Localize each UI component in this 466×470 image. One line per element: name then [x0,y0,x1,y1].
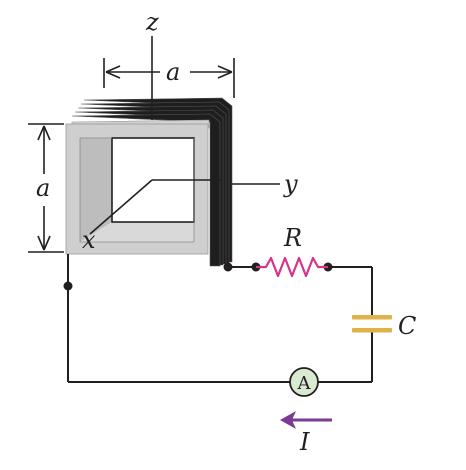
junction-dot-left [63,281,73,291]
dimension-height [28,123,64,253]
coil-frame [65,97,233,267]
capacitor-plate-bottom [352,328,392,333]
capacitor [352,315,392,333]
current-arrow [280,411,332,429]
axes [89,36,280,235]
y-axis-label: y [283,170,298,198]
x-axis-label: x [82,226,96,254]
ammeter-label: A [297,373,312,394]
frame-inner-left [80,138,112,242]
dimension-width [103,58,235,98]
junction-dot-coil [223,262,233,272]
height-label-a: a [36,174,50,202]
frame-front-outline [79,137,195,243]
circuit-wires [67,254,373,383]
ammeter: A [289,367,319,397]
width-label-a: a [166,58,180,86]
current-label: I [299,428,310,456]
capacitor-label: C [398,312,416,340]
resistor-zigzag [256,256,328,278]
z-axis-label: z [145,8,159,36]
x-axis-line [89,179,153,235]
ammeter-body [289,367,319,397]
capacitor-plate-top [352,315,392,320]
frame-inner-bottom [80,222,194,242]
resistor-label: R [283,224,302,252]
